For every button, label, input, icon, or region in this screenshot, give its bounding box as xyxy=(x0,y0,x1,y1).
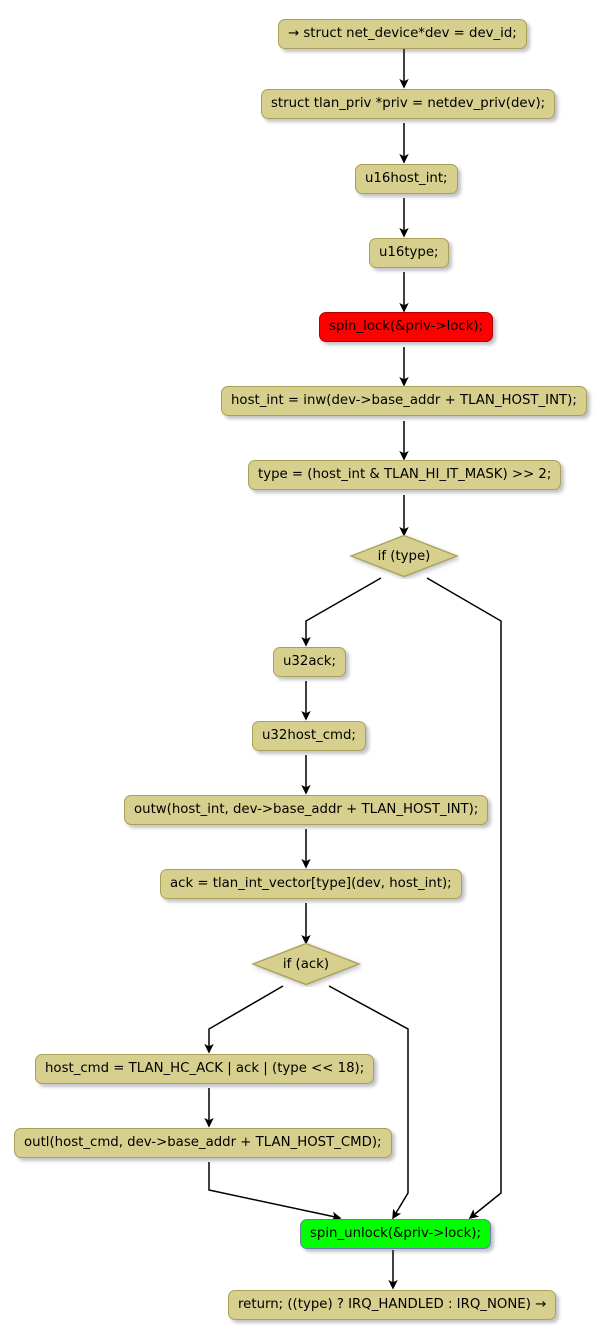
decision-if-ack-label: if (ack) xyxy=(282,956,330,972)
node-host-int-inw[interactable]: host_int = inw(dev->base_addr + TLAN_HOS… xyxy=(221,386,587,416)
node-type-mask-shift[interactable]: type = (host_int & TLAN_HI_IT_MASK) >> 2… xyxy=(248,460,562,490)
diamond-shape-if-type xyxy=(349,534,459,578)
edge-n13-n14 xyxy=(208,1162,342,1221)
node-outw-host-int[interactable]: outw(host_int, dev->base_addr + TLAN_HOS… xyxy=(124,795,489,825)
node-return-irq[interactable]: return; ((type) ? IRQ_HANDLED : IRQ_NONE… xyxy=(228,1290,557,1320)
edge-d1-n8-true xyxy=(301,577,382,647)
node-u16-type-decl[interactable]: u16type; xyxy=(369,238,449,268)
diamond-shape-if-ack xyxy=(251,942,361,986)
decision-if-ack[interactable]: if (ack) xyxy=(250,941,362,987)
node-spin-lock[interactable]: spin_lock(&priv->lock); xyxy=(319,312,494,342)
edge-d2-n14-false xyxy=(328,985,409,1220)
node-spin-unlock[interactable]: spin_unlock(&priv->lock); xyxy=(300,1219,491,1249)
node-struct-net-device[interactable]: → struct net_device*dev = dev_id; xyxy=(278,19,527,49)
decision-if-type-label: if (type) xyxy=(377,548,431,564)
node-u32-host-cmd-decl[interactable]: u32host_cmd; xyxy=(252,721,366,751)
node-host-cmd-assign[interactable]: host_cmd = TLAN_HC_ACK | ack | (type << … xyxy=(35,1054,375,1084)
node-u32-ack-decl[interactable]: u32ack; xyxy=(273,647,346,677)
decision-if-type[interactable]: if (type) xyxy=(348,533,460,579)
edge-d2-n12-true xyxy=(204,985,284,1054)
node-struct-tlan-priv[interactable]: struct tlan_priv *priv = netdev_priv(dev… xyxy=(261,89,556,119)
node-u16-host-int-decl[interactable]: u16host_int; xyxy=(355,164,458,194)
node-ack-tlan-int-vector[interactable]: ack = tlan_int_vector[type](dev, host_in… xyxy=(160,869,462,899)
node-outl-host-cmd[interactable]: outl(host_cmd, dev->base_addr + TLAN_HOS… xyxy=(14,1128,392,1158)
